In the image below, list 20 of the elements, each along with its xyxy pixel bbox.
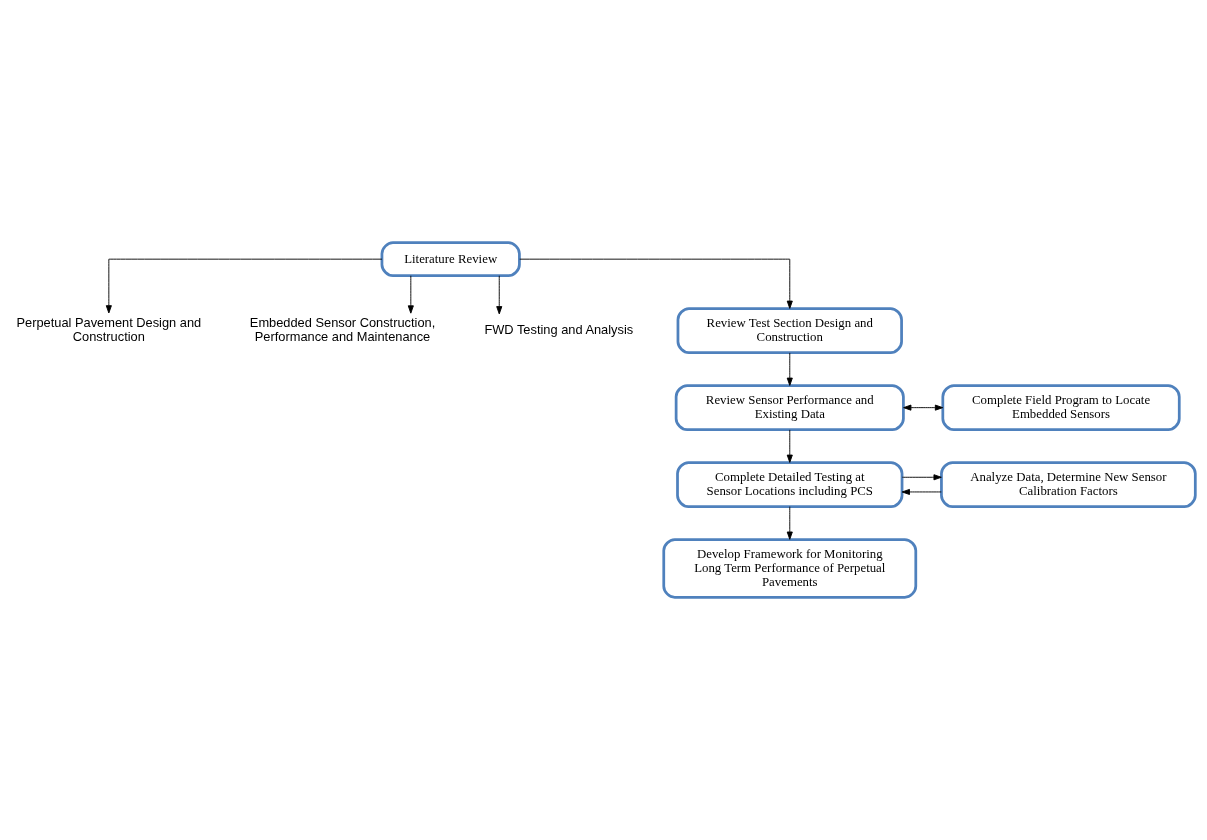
node-box: Review Test Section Design and Construction: [676, 307, 903, 354]
node-box: Complete Detailed Testing at Sensor Locations including PCS: [676, 461, 904, 508]
arrow: [496, 275, 503, 315]
arrow: [903, 404, 944, 411]
node-box: Analyze Data, Determine New Sensor Calibration Factors: [940, 461, 1197, 508]
arrow: [786, 506, 793, 540]
node-box: Literature Review: [380, 241, 521, 278]
arrow: [786, 352, 793, 386]
node-text: FWD Testing and Analysis: [484, 322, 634, 338]
arrow: [901, 488, 942, 495]
node-box: Develop Framework for Monitoring Long Term Performance of Perpetual Pavements: [662, 538, 918, 599]
arrow: [519, 258, 793, 309]
node-box: Review Sensor Performance and Existing Data: [674, 384, 905, 431]
node-box: Complete Field Program to Locate Embedded Sensors: [941, 384, 1181, 431]
node-text: Embedded Sensor Construction, Performance and Maintenance: [249, 315, 436, 344]
arrow: [786, 429, 793, 463]
node-text: Perpetual Pavement Design and Construction: [16, 315, 202, 344]
arrow: [105, 258, 383, 314]
arrow: [407, 275, 414, 314]
arrow: [901, 474, 942, 481]
